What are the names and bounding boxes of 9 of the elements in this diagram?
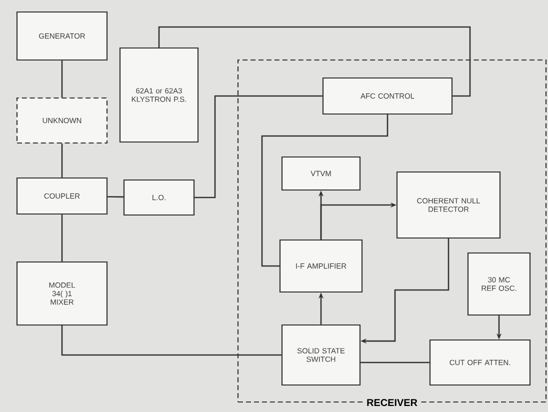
connector [61, 214, 63, 262]
connector [61, 144, 63, 178]
connector [261, 114, 388, 267]
connector [194, 95, 322, 198]
connector [61, 326, 282, 356]
connector [61, 60, 63, 98]
connector [158, 26, 471, 97]
connector [108, 196, 124, 198]
connector [360, 362, 430, 364]
